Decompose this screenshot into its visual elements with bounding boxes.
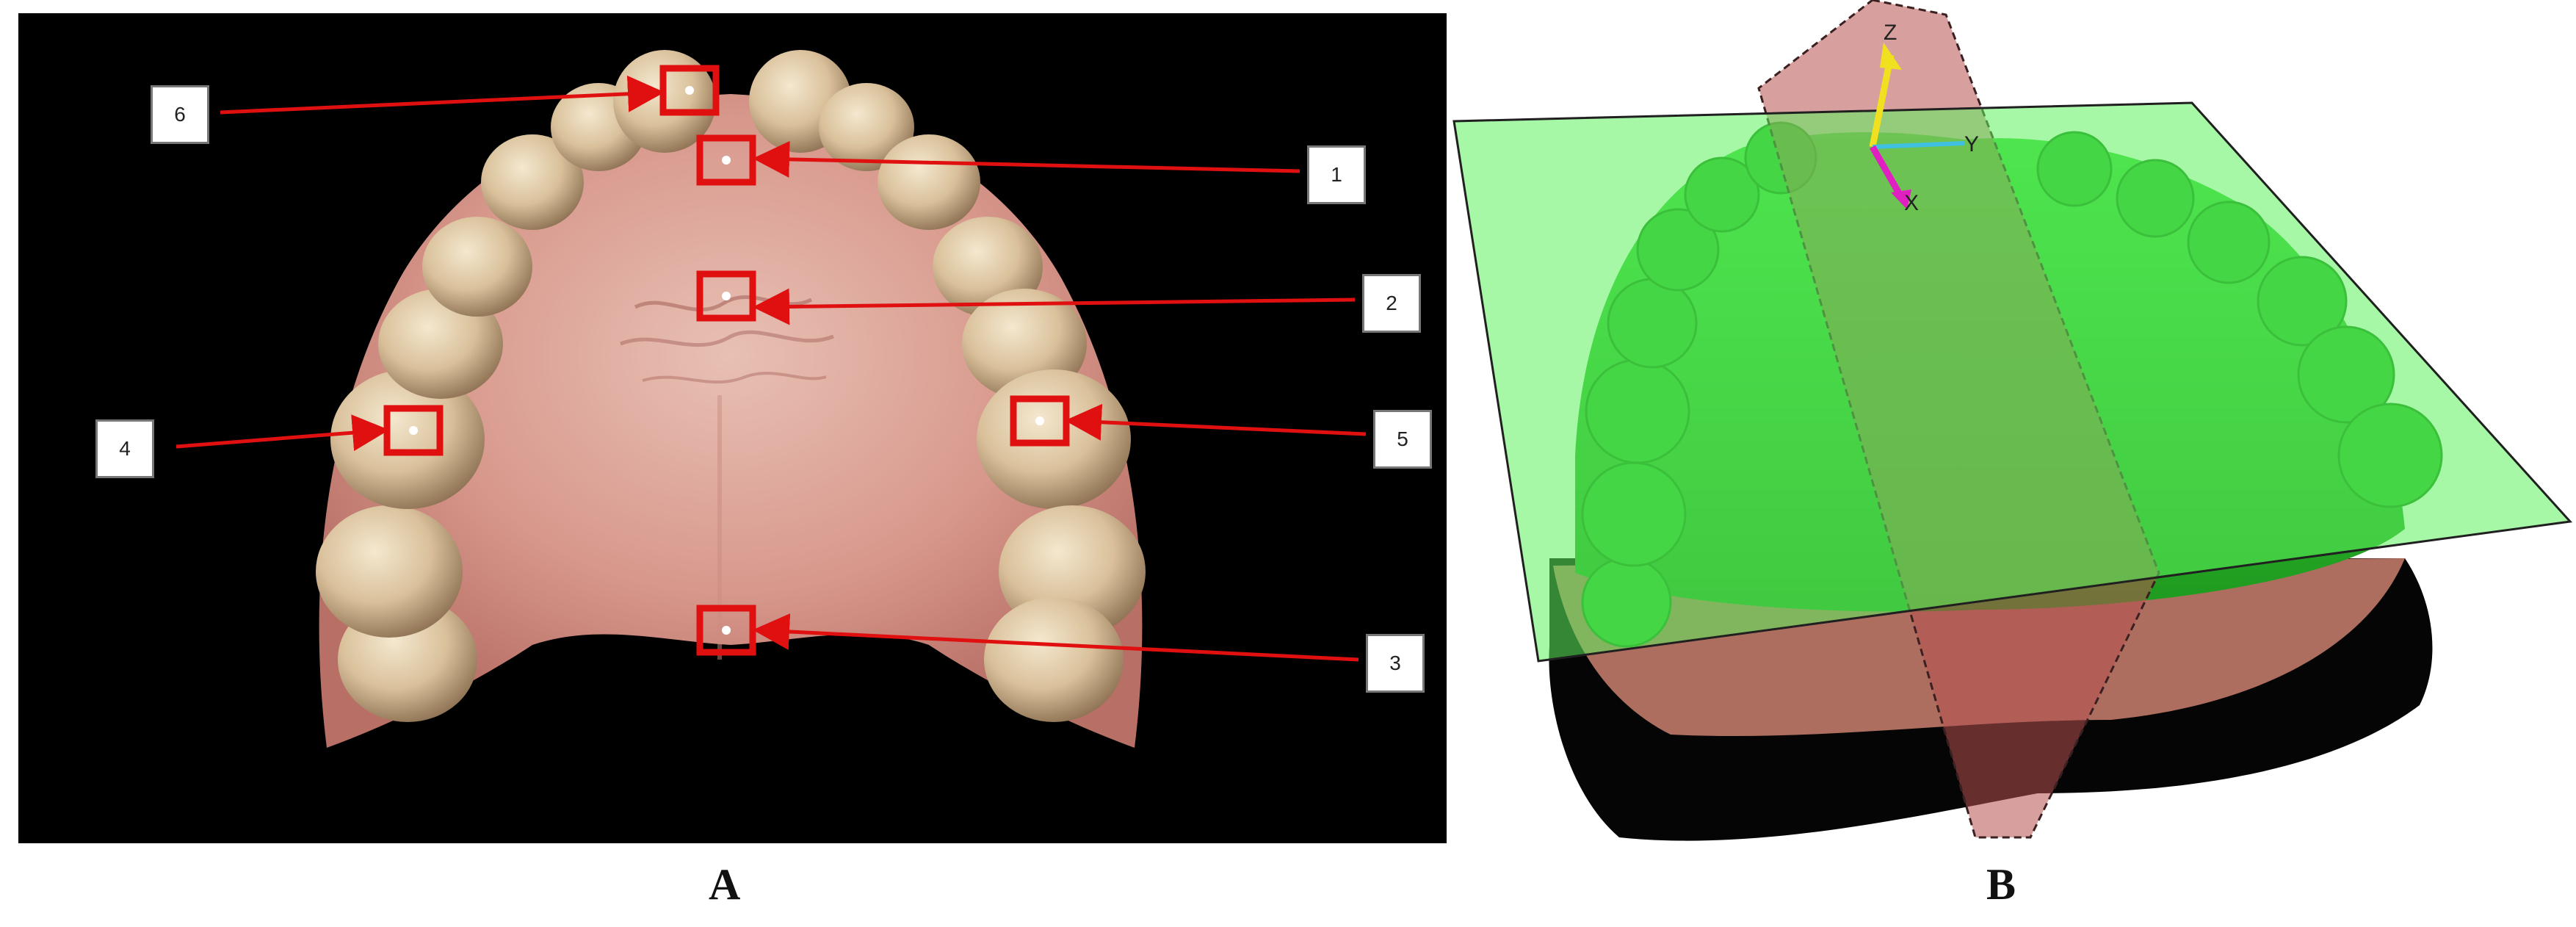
- teeth-right: [749, 50, 1146, 722]
- y-axis-label: Y: [1964, 132, 1980, 156]
- landmark-label-6: 6: [151, 85, 209, 144]
- arrow-5: [1065, 403, 1367, 441]
- z-axis-label: Z: [1884, 21, 1897, 45]
- arrow-2: [753, 288, 1356, 325]
- reference-planes-panel: Z Y X: [1450, 0, 2576, 852]
- x-axis: [1870, 145, 1905, 201]
- reference-planes-3d-image: [1452, 0, 2573, 841]
- occlusal-dental-arch-image: [176, 50, 1367, 748]
- landmark-marker-3: [696, 605, 756, 656]
- arrow-6: [220, 75, 665, 115]
- landmark-arrows: [176, 75, 1367, 662]
- x-axis-label: X: [1904, 191, 1920, 215]
- arrow-3: [753, 613, 1359, 662]
- landmark-label-2: 2: [1362, 274, 1421, 333]
- y-axis: [1872, 141, 1965, 149]
- panel-a-caption: A: [709, 860, 741, 909]
- landmark-label-5: 5: [1373, 410, 1432, 469]
- coordinate-axes: [1869, 43, 1965, 209]
- landmark-label-4: 4: [95, 419, 154, 478]
- arrow-1: [753, 140, 1300, 178]
- landmark-marker-2: [696, 270, 756, 322]
- landmark-label-3: 3: [1366, 634, 1425, 693]
- occlusal-plane: [1452, 101, 2573, 663]
- z-axis: [1869, 54, 1895, 148]
- landmark-marker-1: [696, 134, 756, 186]
- landmark-label-1: 1: [1307, 145, 1366, 204]
- occlusal-view-panel: 1 2 3 4 5 6: [18, 13, 1447, 843]
- arrow-4: [176, 414, 389, 452]
- panel-b-caption: B: [1986, 860, 2016, 909]
